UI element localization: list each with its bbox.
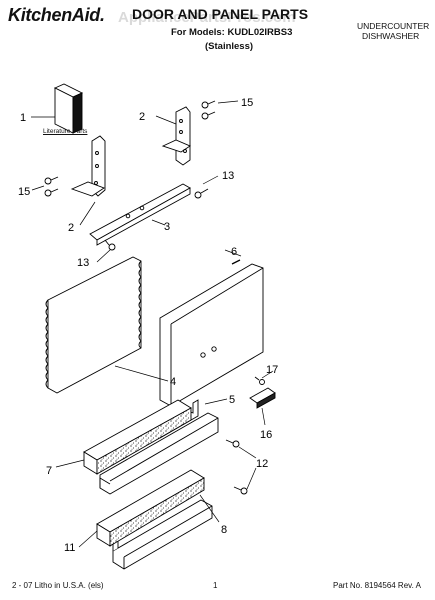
- footer-litho: 2 - 07 Litho in U.S.A. (els): [12, 581, 104, 590]
- callout-2-upper: 2: [139, 111, 145, 123]
- handle-bracket-part-16: [249, 387, 276, 409]
- callout-8: 8: [221, 524, 227, 536]
- screw-17: [254, 376, 265, 385]
- screw-15-upper-a: [201, 100, 216, 109]
- callout-3: 3: [164, 221, 170, 233]
- footer-part-number: Part No. 8194564 Rev. A: [333, 581, 421, 590]
- product-type-line1: UNDERCOUNTER: [357, 21, 430, 31]
- product-type-line2: DISHWASHER: [362, 31, 420, 41]
- finish-line: (Stainless): [205, 41, 254, 52]
- screw-15-upper-b: [201, 111, 216, 120]
- callout-6: 6: [231, 246, 237, 258]
- callout-16: 16: [260, 429, 272, 441]
- screw-13-left: [104, 239, 116, 251]
- callout-15-left: 15: [18, 186, 30, 198]
- vent-channel-part-3: [89, 183, 191, 246]
- screw-15-left-b: [44, 188, 59, 197]
- screw-12-b: [233, 486, 248, 495]
- literature-parts-label: Literature Parts: [43, 128, 88, 135]
- screw-12-a: [225, 439, 240, 448]
- screws: [44, 100, 265, 495]
- insulated-kick-panel-part-7: [83, 399, 192, 475]
- models-line: For Models: KUDL02IRBS3: [171, 27, 293, 38]
- insulated-toe-strip-part-11: [96, 469, 205, 547]
- callout-11: 11: [64, 542, 75, 554]
- callout-4: 4: [170, 376, 176, 388]
- callout-15-upper: 15: [241, 97, 253, 109]
- callout-5: 5: [229, 394, 235, 406]
- page-title: DOOR AND PANEL PARTS: [132, 6, 309, 22]
- inner-panel-part-4: [45, 256, 142, 394]
- leader-lines: [31, 100, 274, 548]
- screw-15-left-a: [44, 176, 59, 185]
- outer-door-panel-part-6: [159, 259, 264, 407]
- hinge-bracket-part-2-upper: [161, 106, 191, 166]
- callout-7: 7: [46, 465, 52, 477]
- callout-1: 1: [20, 112, 26, 124]
- literature-booklet-part-1: [53, 83, 84, 134]
- callout-13-right: 13: [222, 170, 234, 182]
- brand-logo: KitchenAid.: [8, 5, 105, 25]
- footer-page-number: 1: [213, 581, 218, 590]
- callout-17: 17: [266, 364, 278, 376]
- callout-13-left: 13: [77, 257, 89, 269]
- watermark: AppliancePartsPros.com: [118, 9, 296, 26]
- callout-12: 12: [256, 458, 268, 470]
- hinge-bracket-part-2-left: [70, 135, 106, 197]
- callout-2-left: 2: [68, 222, 74, 234]
- screw-13-right: [194, 188, 209, 199]
